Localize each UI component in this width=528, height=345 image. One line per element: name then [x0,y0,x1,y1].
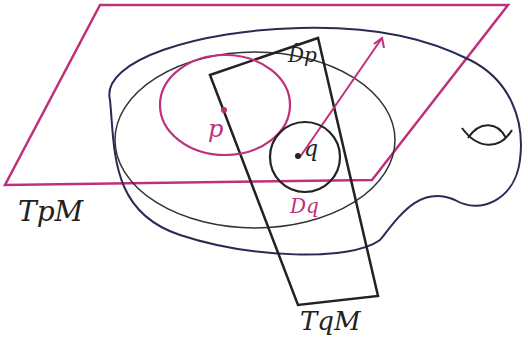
plane-label: TqM [300,308,361,334]
tangent-plane-q [210,38,378,305]
disk-outline [160,55,290,155]
torus-hole [462,125,512,145]
disk-label: p [208,117,223,141]
disk-label: D̃p [288,45,317,65]
disk-label: Dq [290,196,319,216]
point-q [295,153,301,159]
plane-label: TpM [18,198,83,226]
disk-label: q [304,138,318,160]
normal-tick [374,38,384,48]
disk-region: p [160,55,290,155]
point-p [221,107,227,113]
disk-region: qDq [268,120,342,220]
